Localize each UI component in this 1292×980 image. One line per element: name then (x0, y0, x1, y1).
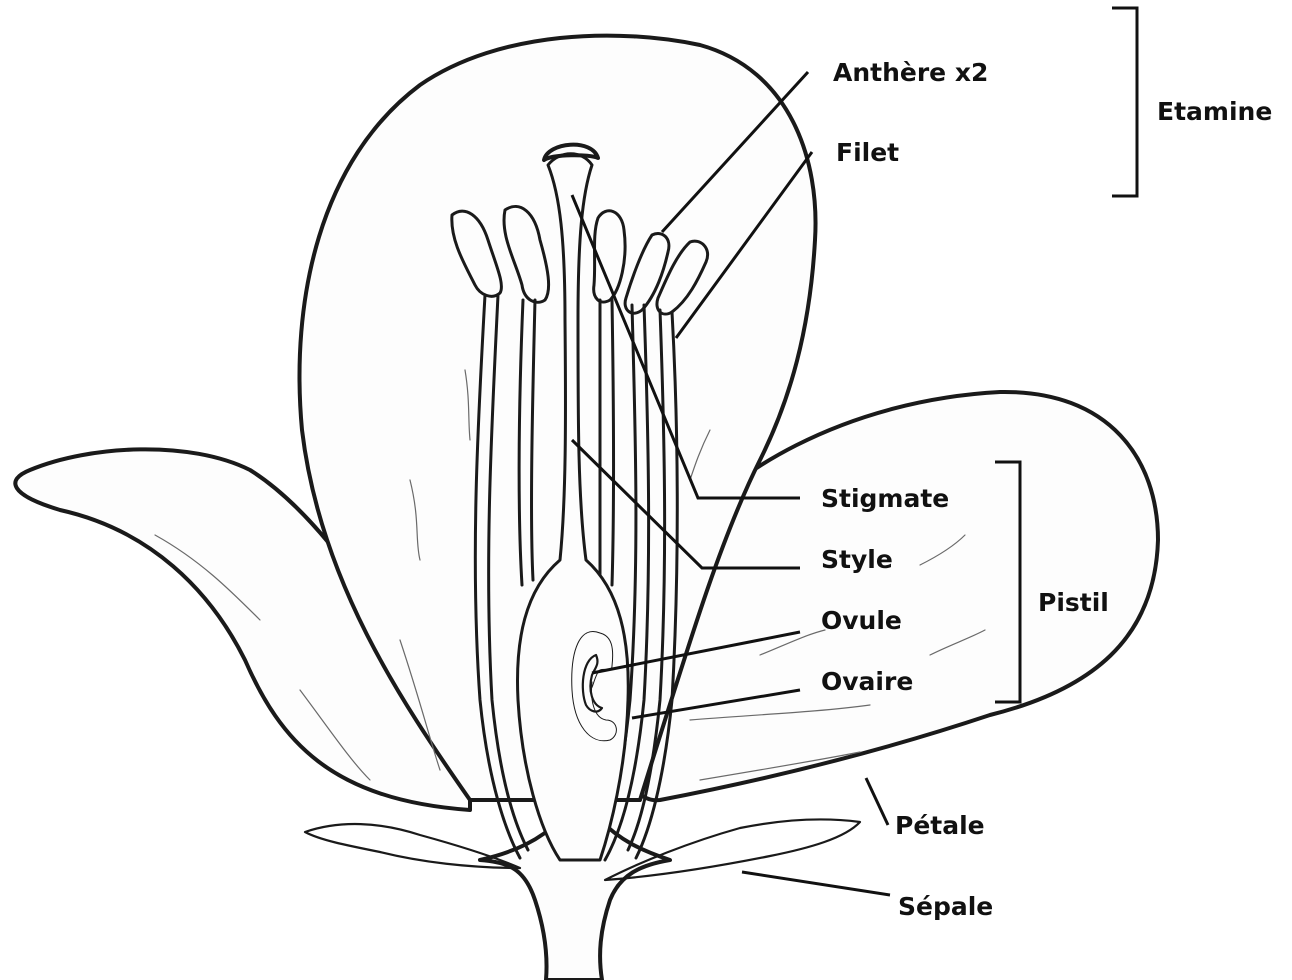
style-label: Style (821, 545, 893, 574)
petale-leader-line (866, 778, 888, 825)
filet-label: Filet (836, 138, 899, 167)
ovule-label: Ovule (821, 606, 902, 635)
etamine-bracket (1112, 8, 1137, 196)
ovaire-label: Ovaire (821, 667, 913, 696)
anthere-label: Anthère x2 (833, 58, 988, 87)
pistil-label: Pistil (1038, 588, 1109, 617)
sepale-label: Sépale (898, 892, 993, 921)
etamine-label: Etamine (1157, 97, 1272, 126)
stigmate-label: Stigmate (821, 484, 949, 513)
sepale-leader-line (742, 872, 890, 895)
petale-label: Pétale (895, 811, 985, 840)
